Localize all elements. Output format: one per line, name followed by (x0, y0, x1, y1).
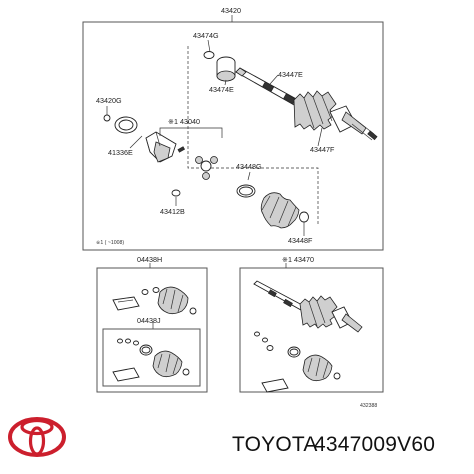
bottom-left-inner-frame (102, 328, 201, 387)
label-04438j: 04438J (137, 316, 161, 325)
label-43447e: 43447E (278, 70, 303, 79)
label-43474g: 43474G (193, 31, 219, 40)
tripod-spider-part (195, 156, 218, 180)
label-43448g: 43448G (236, 162, 262, 171)
label-43412b: 43412B (160, 207, 185, 216)
clip-part (177, 146, 186, 153)
label-43420g: 43420G (96, 96, 122, 105)
label-43040: ※1 43040 (168, 117, 200, 126)
label-43447f: 43447F (310, 145, 335, 154)
label-04438h: 04438H (137, 255, 162, 264)
replacement-kit-parts (254, 331, 341, 393)
boot-kit-lower-parts (112, 338, 190, 382)
assembly-number-label: 43420 (221, 6, 241, 15)
boot-kit-upper-parts (112, 286, 197, 315)
brand-name: TOYOTA (232, 433, 318, 456)
label-43448f: 43448F (288, 236, 313, 245)
bottom-right-kit-frame (239, 267, 384, 393)
inner-boot-bellows (260, 192, 300, 229)
label-43474e: 43474E (209, 85, 234, 94)
label-43470: ※1 43470 (282, 255, 314, 264)
drive-shaft-diagram (235, 67, 378, 141)
boot-clamp-ring (203, 51, 215, 59)
replacement-shaft-diagram (253, 280, 363, 333)
inner-boot-part (216, 56, 236, 82)
snap-ring-part (103, 114, 111, 122)
drawing-code: 432388 (360, 403, 377, 409)
bottom-left-kit-frame (96, 267, 208, 393)
footnote-text: ※1 ( ~1008) (96, 240, 124, 246)
inner-joint-housing (145, 131, 177, 163)
subassembly-dashed-bracket (187, 46, 319, 225)
boot-clamp-lower-part (299, 211, 309, 223)
label-41336e: 41336E (108, 148, 133, 157)
part-number: 4347009V60 (314, 433, 435, 456)
toyota-logo-icon (8, 417, 66, 457)
top-assembly-frame (82, 21, 384, 251)
outer-race-ring (114, 116, 138, 134)
small-ring-part (171, 189, 181, 197)
